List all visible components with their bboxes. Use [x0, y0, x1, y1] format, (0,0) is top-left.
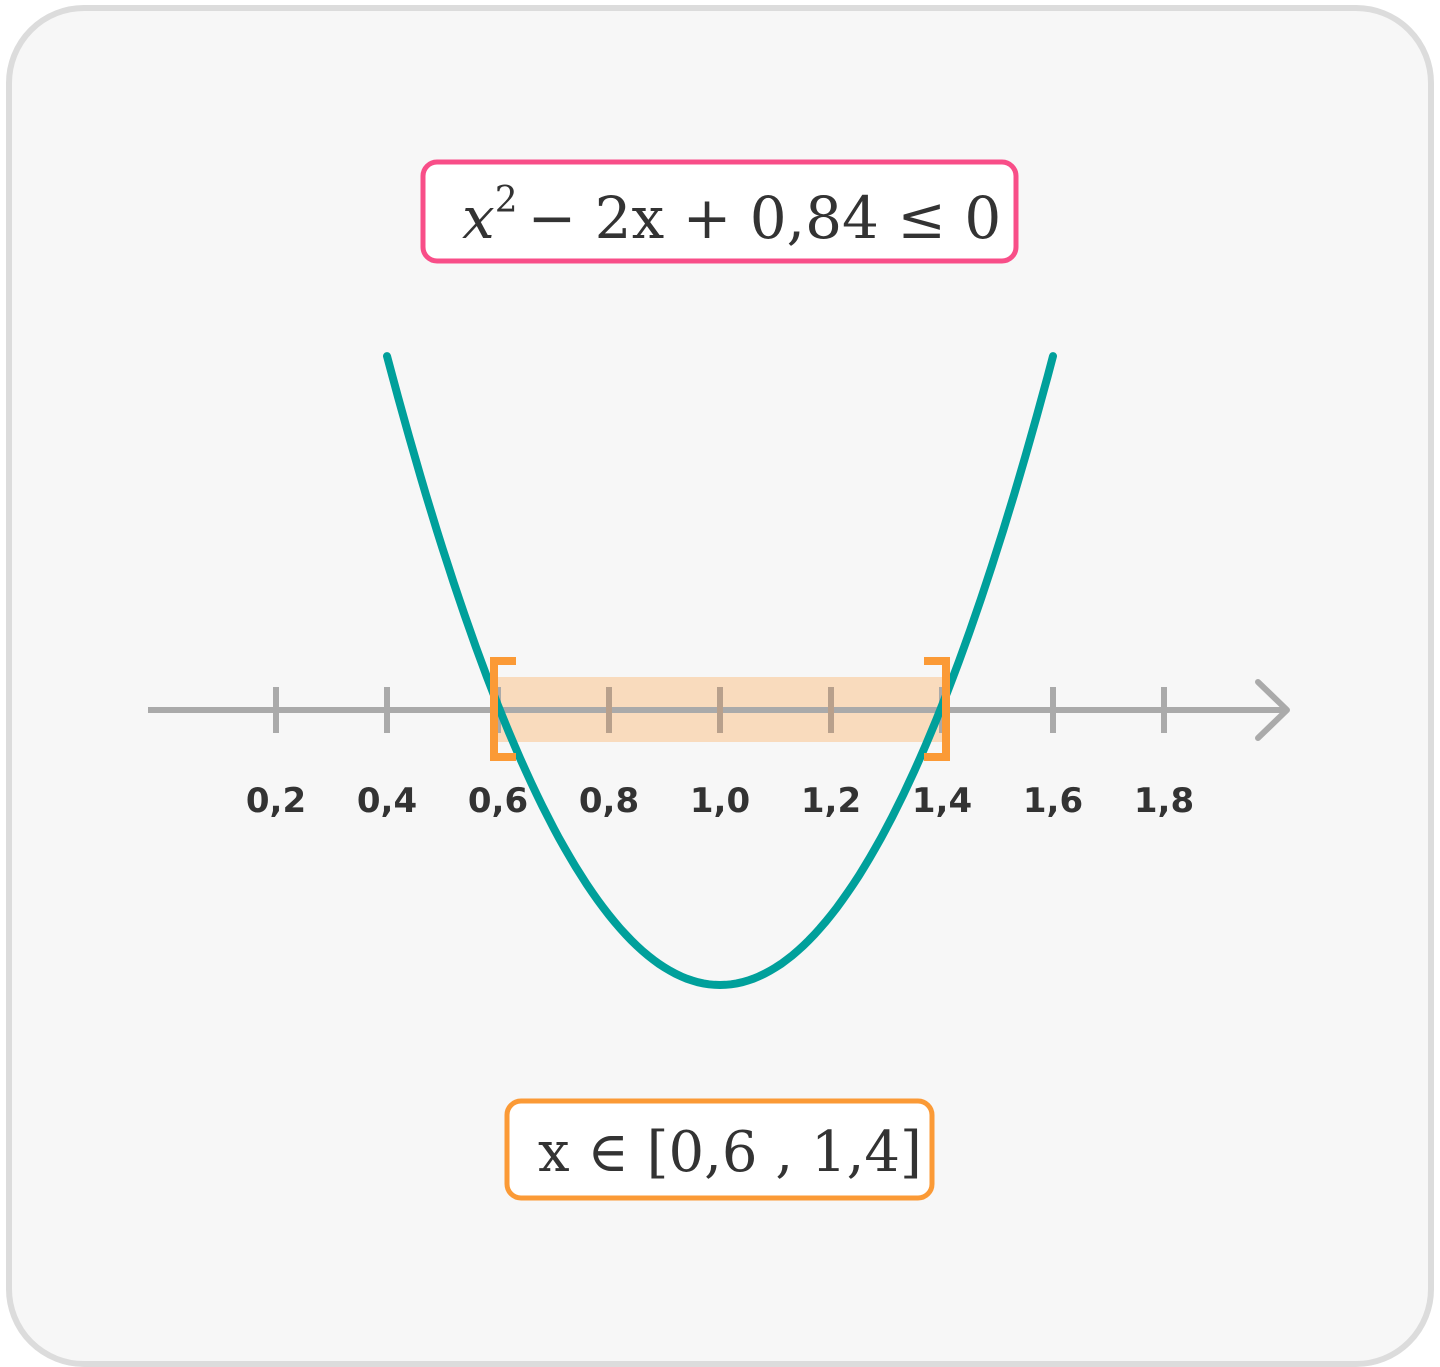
parabola-curve [383, 352, 1057, 990]
tick-label: 0,4 [357, 781, 417, 821]
tick-label: 1,6 [1023, 781, 1083, 821]
inequality-exponent: 2 [495, 180, 518, 221]
inequality-text: x2− 2x + 0,84 ≤ 0 [462, 180, 1001, 252]
tick-label: 0,2 [246, 781, 306, 821]
inequality-base: x [462, 184, 495, 252]
inequality-border [420, 159, 1019, 264]
solution-border [504, 1098, 935, 1201]
solution-text: x ∈ [0,6 , 1,4] [538, 1120, 922, 1185]
inequality-box: x2− 2x + 0,84 ≤ 0 [420, 159, 1019, 264]
tick-label: 0,6 [468, 781, 528, 821]
tick-label: 1,4 [912, 781, 972, 821]
tick-label: 1,0 [690, 781, 750, 821]
tick-label: 1,8 [1134, 781, 1194, 821]
number-axis: 0,2 0,4 0,6 0,8 1,0 1,2 1,4 1,6 1,8 [148, 679, 1290, 821]
inequality-rest: − 2x + 0,84 ≤ 0 [528, 184, 1002, 252]
right-closed-bracket [924, 657, 950, 761]
arrow-right-icon [1255, 679, 1290, 741]
solution-box: x ∈ [0,6 , 1,4] [504, 1098, 935, 1201]
tick-label: 1,2 [801, 781, 861, 821]
axis-ticks [273, 687, 1167, 733]
axis-tick-labels: 0,2 0,4 0,6 0,8 1,0 1,2 1,4 1,6 1,8 [246, 781, 1194, 821]
tick-label: 0,8 [579, 781, 639, 821]
left-closed-bracket [490, 657, 516, 761]
